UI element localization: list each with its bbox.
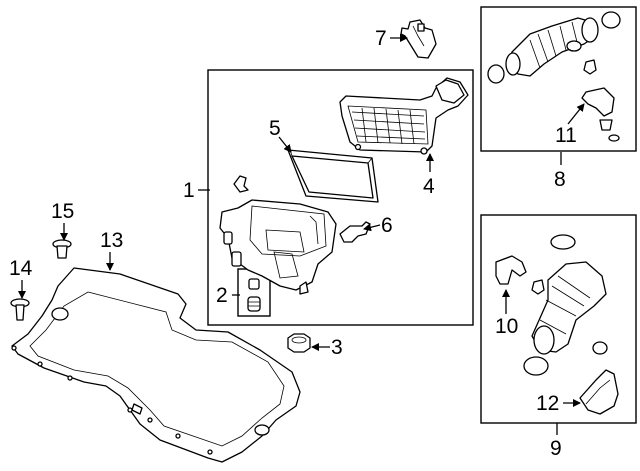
callout-2: 2 [216,284,228,307]
engine-splash-shield [11,267,301,463]
callout-12: 12 [536,392,559,415]
outlet-duct-box [480,214,637,424]
callout-3: 3 [331,336,343,359]
outlet-duct [531,261,607,355]
housing-clip-small [233,175,249,193]
callout-9: 9 [550,437,562,460]
callout-13: 13 [100,229,123,252]
air-cleaner-box [207,69,474,326]
resonator-10 [495,255,527,285]
mass-airflow-sensor [400,19,437,59]
push-clip-14 [10,298,30,321]
callout-11: 11 [555,124,577,147]
inlet-hose-11 [581,59,620,142]
callout-14: 14 [9,257,33,280]
inlet-duct-clamps [487,11,621,84]
push-clip-15 [52,239,72,259]
leader-5 [278,136,292,153]
outlet-clamps [523,234,608,376]
grommet-set [247,278,261,312]
callout-10: 10 [495,315,518,338]
resonator-12 [579,369,619,415]
retaining-nut [287,333,311,353]
callout-15: 15 [51,200,74,223]
callout-8: 8 [554,168,566,191]
callout-6: 6 [381,214,393,237]
callout-4: 4 [423,175,435,198]
air-filter-element [287,149,379,203]
inlet-duct-box [480,6,637,152]
leader-6 [363,223,381,232]
air-cleaner-cover [339,77,469,155]
callout-7: 7 [375,27,387,50]
callout-5: 5 [269,117,281,140]
leader-11 [567,103,585,125]
air-cleaner-housing [219,199,337,295]
housing-grommets [223,231,242,267]
inlet-duct [505,17,599,77]
housing-bracket [339,221,371,243]
callout-1: 1 [183,179,195,202]
